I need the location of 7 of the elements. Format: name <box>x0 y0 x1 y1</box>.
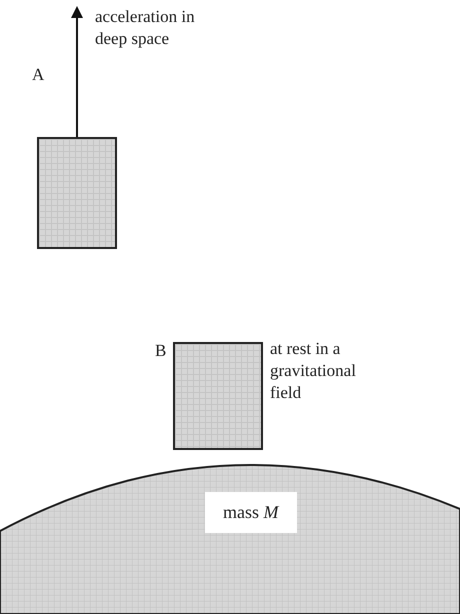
mass-label: mass M <box>205 492 296 533</box>
box-caption: acceleration in deep space <box>95 6 196 50</box>
box-letter: A <box>32 64 46 86</box>
box-a <box>37 137 117 249</box>
box-caption: at rest in a gravitational field <box>270 338 357 404</box>
box-b <box>173 342 263 450</box>
box-letter: B <box>155 340 168 362</box>
